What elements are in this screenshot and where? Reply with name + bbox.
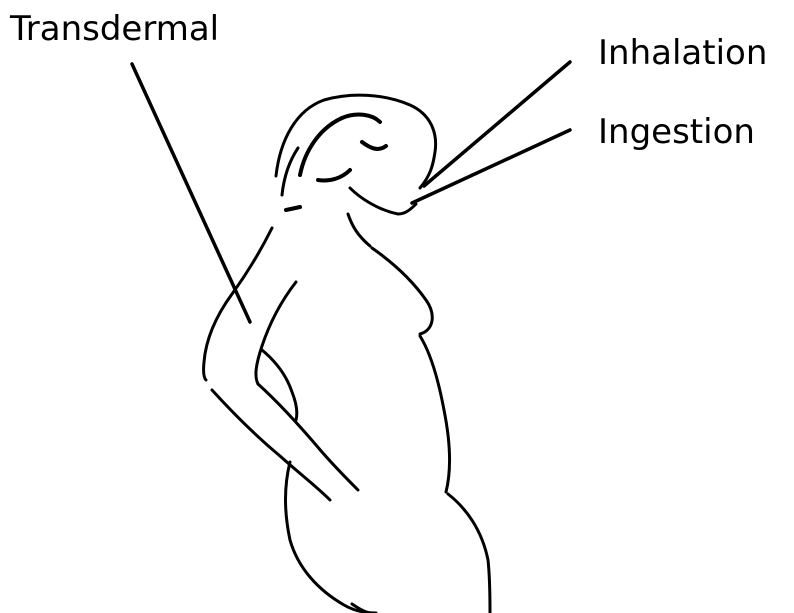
chest-outline (372, 248, 432, 334)
pointer-line-transdermal (132, 64, 250, 322)
neck-front (348, 214, 370, 246)
cheek-line (318, 170, 350, 181)
forearm-upper (258, 384, 358, 490)
hip-outline (286, 462, 377, 613)
hair-mark (286, 207, 300, 210)
pregnant-woman-figure (204, 95, 490, 613)
ear-inner (362, 142, 386, 149)
lower-belly-outline (448, 494, 490, 613)
belly-outline (420, 336, 450, 492)
back-outline (204, 228, 272, 380)
hair-strand (282, 148, 298, 195)
elbow-curve (262, 350, 297, 420)
forearm-lower (212, 390, 330, 500)
pointer-line-inhalation (424, 62, 570, 186)
face-outline (350, 188, 416, 214)
arm-outer (256, 282, 296, 384)
